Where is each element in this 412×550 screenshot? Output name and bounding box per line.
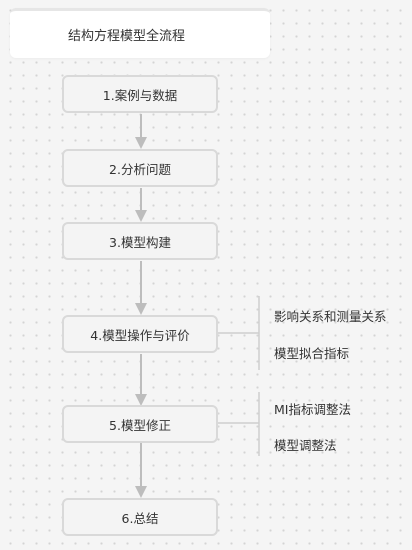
step-4-node[interactable]: 4.模型操作与评价 <box>62 315 218 353</box>
diagram-title: 结构方程模型全流程 <box>68 29 186 44</box>
step-5-node[interactable]: 5.模型修正 <box>62 405 218 443</box>
step5-branch-item[interactable]: MI指标调整法 <box>274 402 351 417</box>
title-card: 结构方程模型全流程 <box>10 8 270 58</box>
step4-branch-item[interactable]: 模型拟合指标 <box>274 346 350 361</box>
step-2-node[interactable]: 2.分析问题 <box>62 149 218 187</box>
step5-branch-item[interactable]: 模型调整法 <box>274 438 337 453</box>
step4-branch-item[interactable]: 影响关系和测量关系 <box>274 309 387 324</box>
step-6-node[interactable]: 6.总结 <box>62 498 218 536</box>
step-1-node[interactable]: 1.案例与数据 <box>62 75 218 113</box>
step-3-node[interactable]: 3.模型构建 <box>62 222 218 260</box>
